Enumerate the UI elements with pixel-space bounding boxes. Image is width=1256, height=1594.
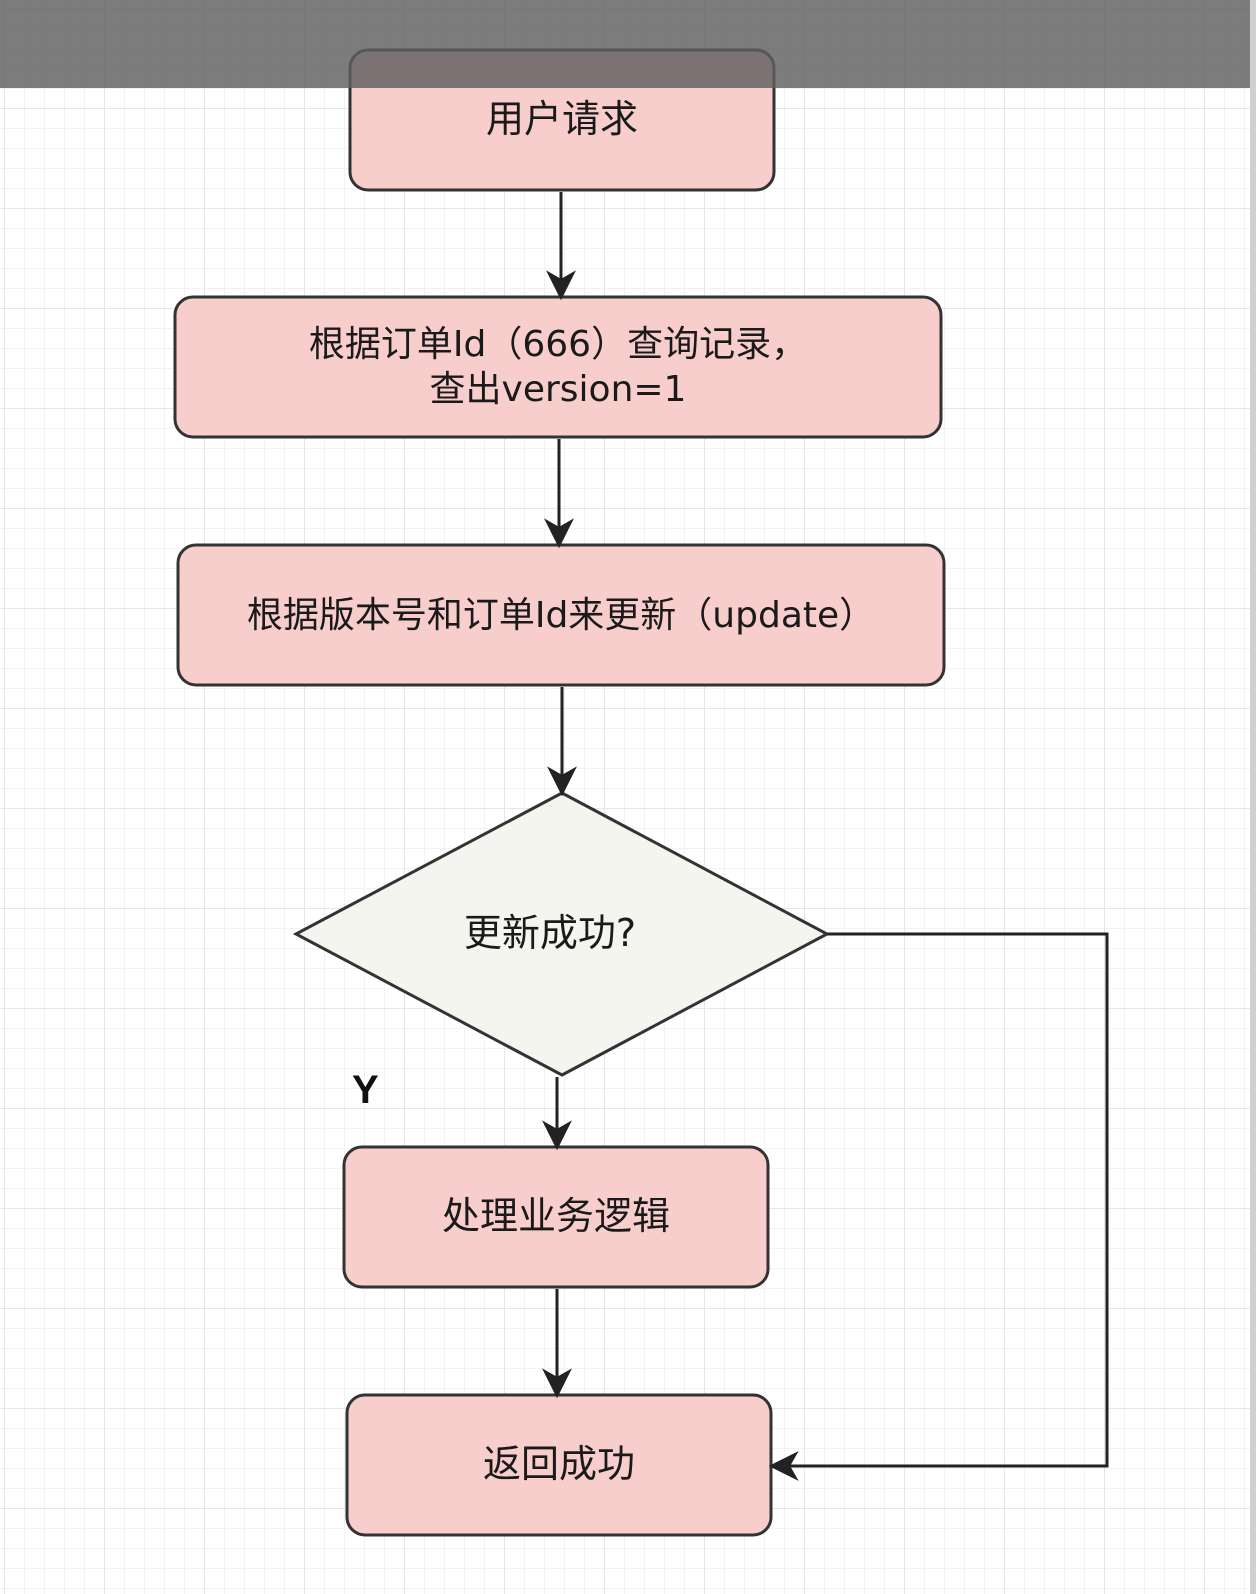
label-return-success: 返回成功	[347, 1395, 771, 1535]
label-process: 处理业务逻辑	[344, 1147, 768, 1287]
top-toolbar-overlay	[0, 0, 1250, 88]
scrollbar-track[interactable]	[1250, 0, 1256, 1594]
text-update: 根据版本号和订单Id来更新（update）	[246, 594, 876, 636]
label-user-request: 用户请求	[350, 50, 774, 190]
text-user-request: 用户请求	[485, 97, 638, 142]
text-process: 处理业务逻辑	[441, 1194, 670, 1239]
text-query-line2: 查出version=1	[429, 369, 687, 410]
edge-decision-no-to-return	[768, 932, 1109, 1481]
text-query-line1: 根据订单Id（666）查询记录，	[308, 324, 808, 365]
label-query-record: 根据订单Id（666）查询记录， 查出version=1	[175, 297, 941, 437]
node-decision[interactable]	[292, 791, 831, 1077]
text-decision: 更新成功?	[463, 911, 637, 956]
label-decision: 更新成功?	[400, 880, 700, 988]
text-return-success: 返回成功	[482, 1442, 635, 1487]
label-update: 根据版本号和订单Id来更新（update）	[178, 545, 944, 685]
edge-label-yes: Y	[352, 1068, 379, 1112]
